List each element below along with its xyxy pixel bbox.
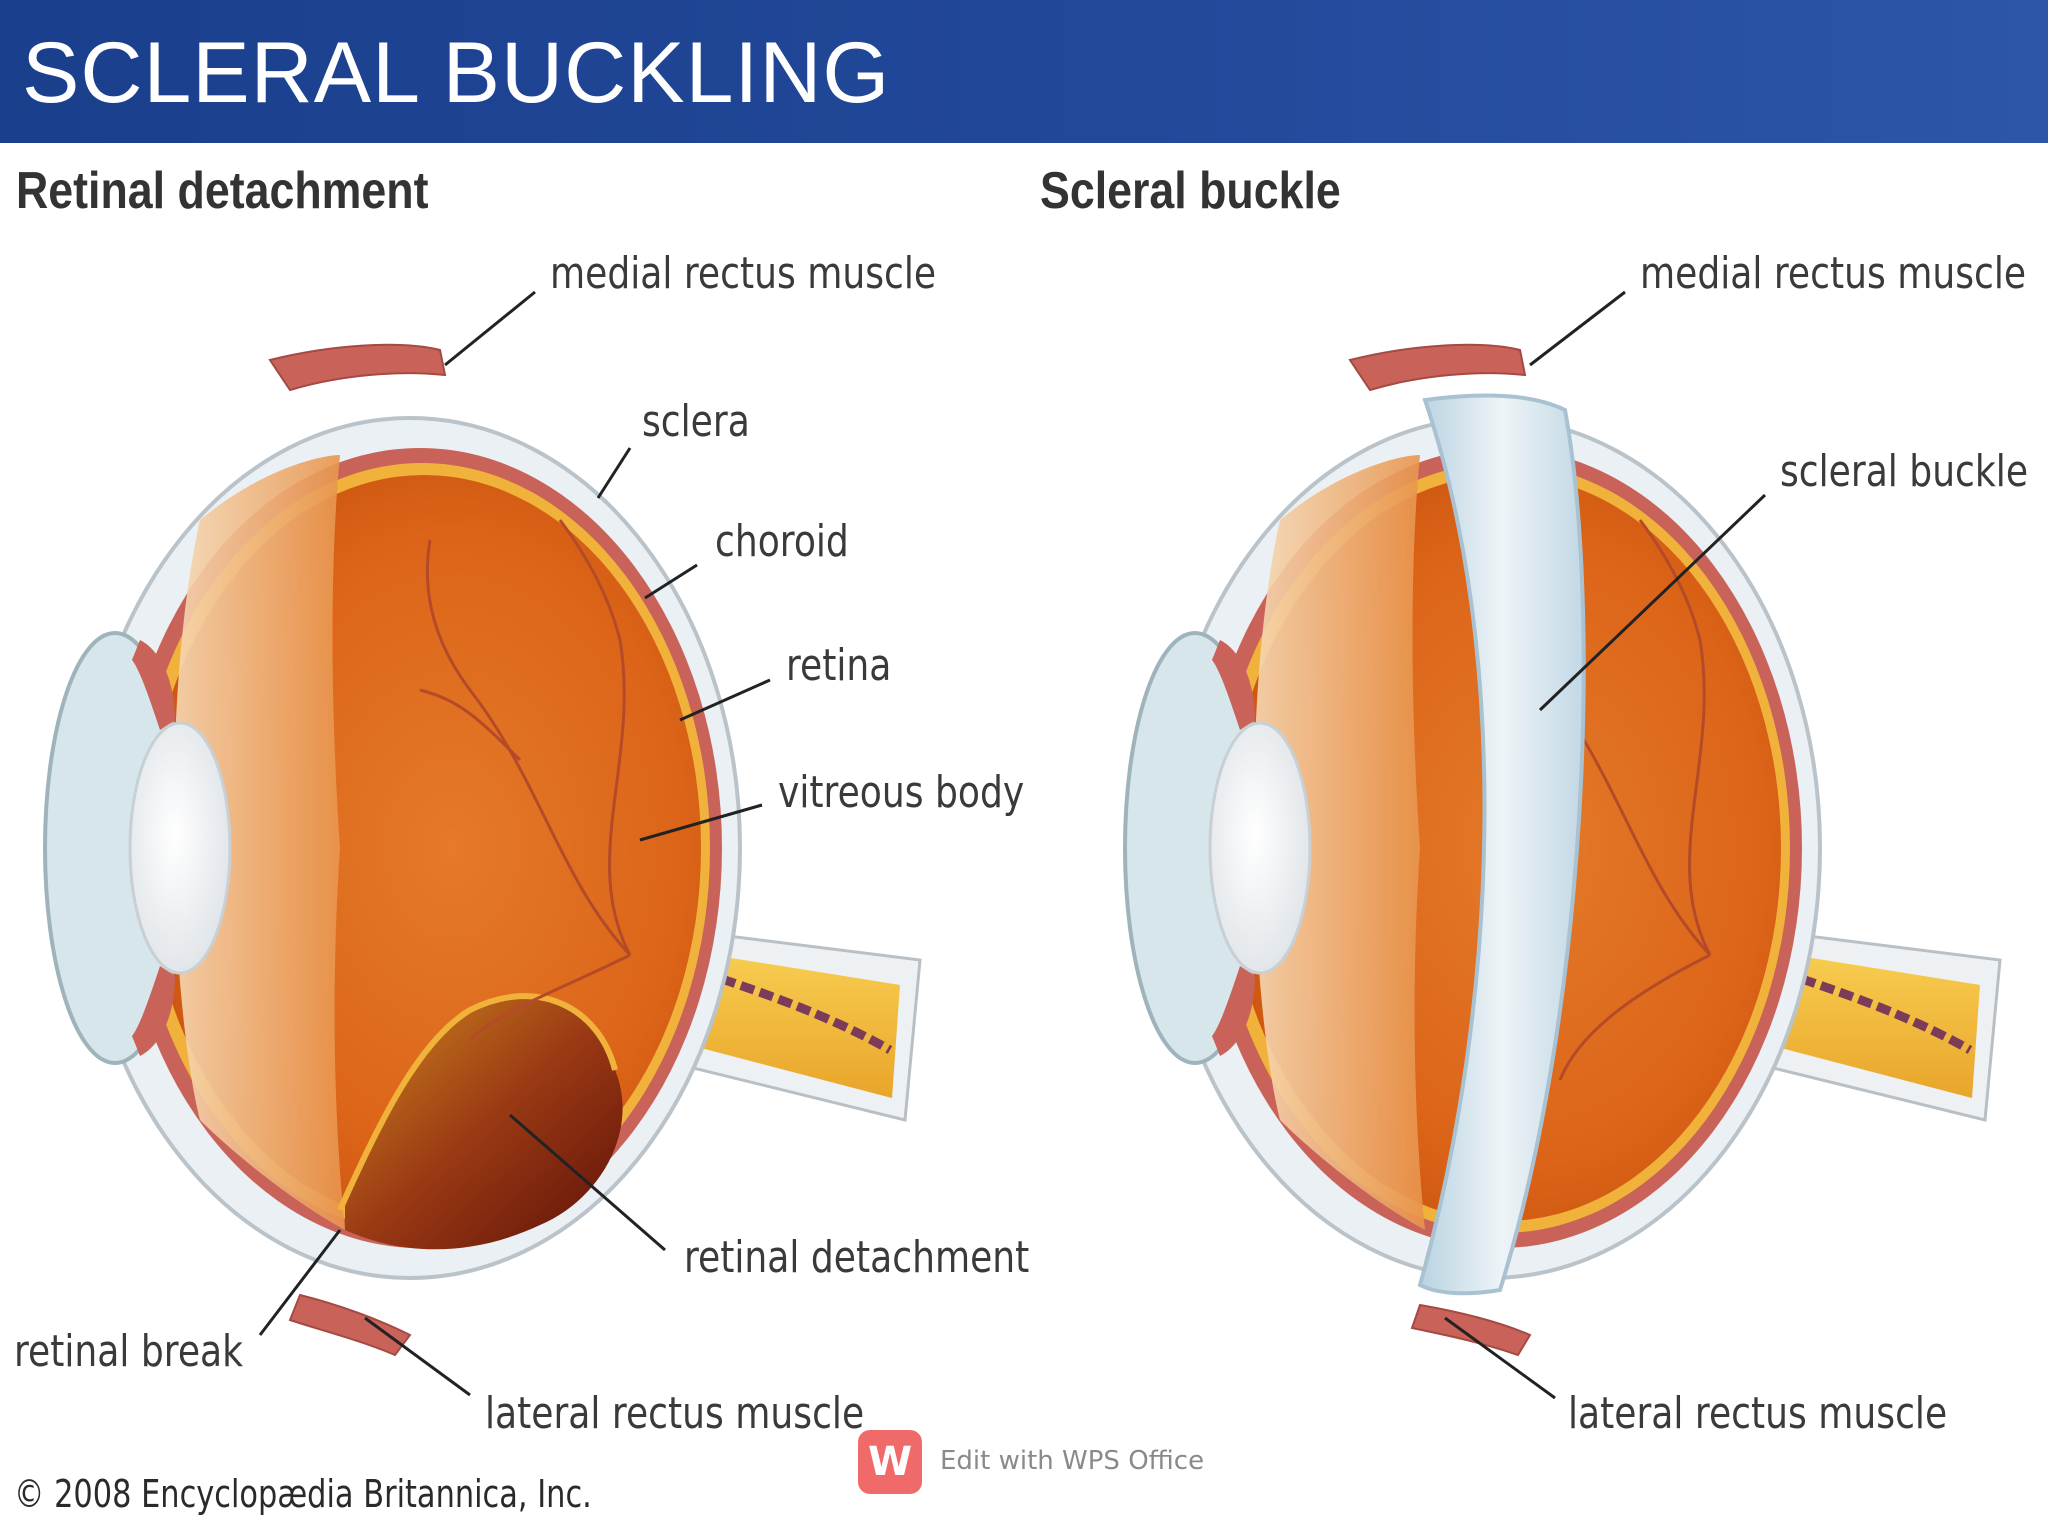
leader-retinal-detachment xyxy=(509,1113,666,1252)
label-medial-rectus-right: medial rectus muscle xyxy=(1640,248,2027,299)
left-lens xyxy=(128,721,232,975)
left-detached-retina-edge xyxy=(337,993,618,1212)
left-iris-lower xyxy=(132,966,175,1056)
leader-medial-rectus-right xyxy=(1529,290,1626,367)
label-scleral-buckle: scleral buckle xyxy=(1780,446,2029,497)
label-choroid: choroid xyxy=(715,516,849,567)
leader-scleral-buckle xyxy=(1538,493,1767,712)
left-lateral-rectus xyxy=(288,1293,412,1357)
leader-choroid xyxy=(644,563,698,600)
label-lateral-rectus-right: lateral rectus muscle xyxy=(1568,1388,1948,1439)
scleral-buckle-band xyxy=(1417,393,1586,1296)
left-detachment xyxy=(345,996,623,1250)
leader-lateral-rectus-left xyxy=(364,1316,471,1397)
left-panel-heading: Retinal detachment xyxy=(16,162,429,220)
right-ciliary-zone xyxy=(1253,455,1425,1230)
right-lens xyxy=(1208,721,1312,975)
label-vitreous-body: vitreous body xyxy=(778,767,1025,818)
leader-lateral-rectus-right xyxy=(1444,1316,1556,1400)
leader-sclera xyxy=(596,447,632,499)
label-sclera: sclera xyxy=(642,396,750,447)
right-panel-heading: Scleral buckle xyxy=(1040,162,1341,220)
label-retina: retina xyxy=(786,640,892,691)
left-leader-lines xyxy=(258,290,771,1397)
leader-medial-rectus-left xyxy=(444,290,536,367)
left-ciliary-zone xyxy=(173,455,345,1230)
wps-edit-link[interactable]: Edit with WPS Office xyxy=(940,1446,1205,1476)
page-title: SCLERAL BUCKLING xyxy=(22,25,891,121)
left-medial-rectus xyxy=(268,343,447,392)
right-medial-rectus xyxy=(1348,343,1527,392)
left-retinal-vessels xyxy=(419,519,632,1042)
leader-retinal-break xyxy=(258,1229,342,1336)
title-bar: SCLERAL BUCKLING xyxy=(0,0,2048,143)
right-leader-lines xyxy=(1444,290,1767,1400)
label-medial-rectus-left: medial rectus muscle xyxy=(550,248,937,299)
label-retinal-break: retinal break xyxy=(14,1326,244,1377)
right-lateral-rectus xyxy=(1410,1303,1532,1357)
right-iris-upper xyxy=(1212,640,1255,730)
label-retinal-detachment: retinal detachment xyxy=(684,1232,1030,1283)
left-iris-upper xyxy=(132,640,175,730)
wps-logo-icon[interactable]: W xyxy=(858,1430,922,1494)
leader-retina xyxy=(679,678,771,722)
right-iris-lower xyxy=(1212,966,1255,1056)
copyright-notice: © 2008 Encyclopædia Britannica, Inc. xyxy=(14,1472,592,1516)
eye-diagram xyxy=(43,290,2002,1400)
right-eye xyxy=(1123,343,2002,1357)
left-eye xyxy=(43,343,922,1357)
leader-vitreous xyxy=(639,803,763,842)
label-lateral-rectus-left: lateral rectus muscle xyxy=(485,1388,865,1439)
